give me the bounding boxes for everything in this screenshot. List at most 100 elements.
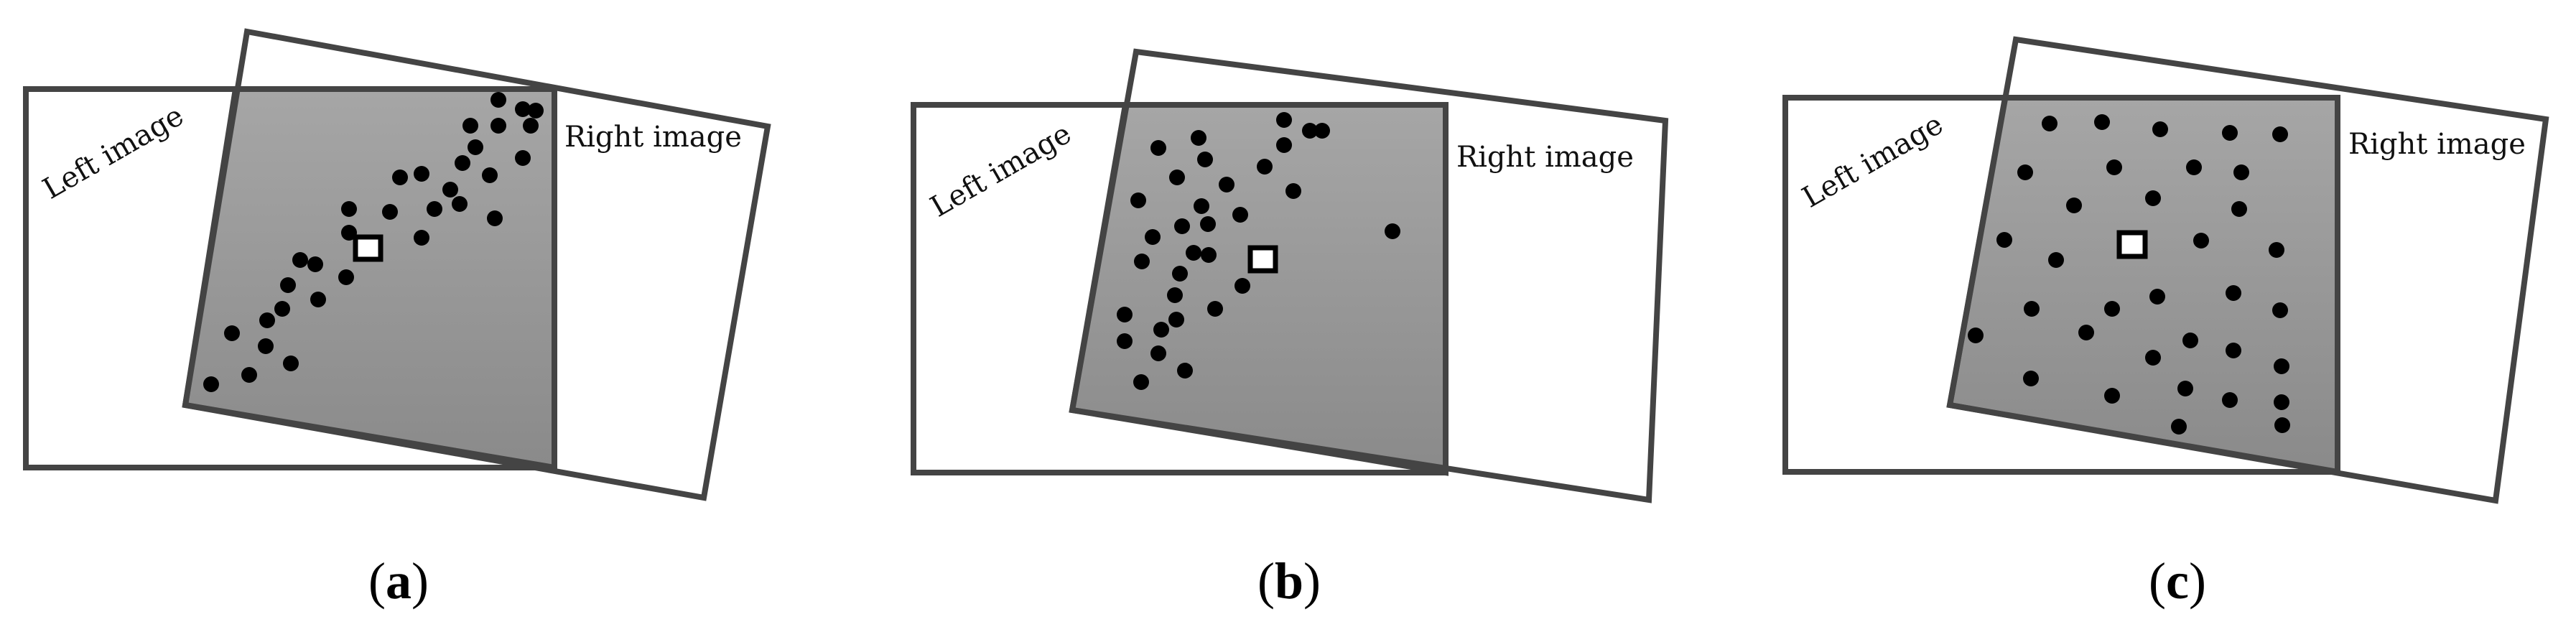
feature-point (292, 252, 308, 268)
right-image-label: Right image (1456, 141, 1634, 174)
feature-point (274, 301, 290, 317)
right-image-frame (182, 28, 771, 501)
overlap-region (182, 86, 557, 471)
feature-point (283, 356, 299, 371)
feature-point (1130, 192, 1146, 208)
feature-point (259, 312, 275, 328)
feature-point (1186, 245, 1201, 261)
feature-point (2104, 388, 2120, 404)
feature-point (468, 139, 483, 155)
left-image-label: Left image (37, 99, 190, 206)
center-marker (2116, 230, 2148, 259)
feature-point (1302, 123, 1318, 139)
feature-point (1197, 152, 1213, 167)
feature-point (1385, 223, 1400, 239)
feature-point (1219, 177, 1234, 192)
feature-point (1194, 198, 1209, 214)
feature-point (1201, 247, 1217, 263)
feature-point (1234, 278, 1250, 294)
feature-point (2023, 371, 2039, 386)
left-image-frame (23, 86, 557, 470)
caption-b: (b) (1257, 552, 1321, 610)
panel-a: Left image Right image (23, 28, 771, 610)
feature-point (2193, 233, 2209, 249)
feature-point (1134, 254, 1150, 269)
left-image-frame (911, 102, 1449, 475)
feature-point (2104, 301, 2120, 317)
feature-point (2042, 116, 2057, 131)
left-image-label: Left image (925, 117, 1077, 224)
feature-point (1257, 159, 1273, 175)
feature-point (2152, 121, 2168, 137)
right-image-label: Right image (2348, 128, 2526, 161)
feature-point (2048, 252, 2064, 268)
right-image-frame (1946, 36, 2549, 504)
feature-point (1172, 266, 1188, 282)
feature-point (1232, 207, 1248, 223)
feature-point (482, 167, 498, 183)
feature-point (2226, 285, 2241, 301)
feature-point (341, 201, 357, 217)
feature-point (1133, 374, 1149, 390)
feature-point (528, 103, 544, 119)
feature-point (442, 182, 458, 198)
feature-point (2233, 164, 2249, 180)
feature-point (1168, 312, 1184, 328)
feature-point (1167, 287, 1183, 303)
feature-point (2171, 419, 2187, 435)
panel-b: Left image Right image (911, 48, 1669, 610)
feature-point (1150, 140, 1166, 156)
feature-point (2226, 343, 2241, 358)
feature-point (414, 230, 429, 246)
feature-point (1276, 137, 1292, 153)
caption-a: (a) (368, 552, 429, 610)
feature-point (1276, 112, 1292, 128)
feature-point (515, 101, 531, 117)
feature-point (2078, 325, 2094, 340)
feature-point (1153, 322, 1169, 338)
feature-point (2177, 381, 2193, 396)
feature-point (241, 367, 257, 383)
feature-point (2272, 126, 2288, 142)
feature-point (2145, 190, 2161, 206)
feature-point (338, 269, 354, 285)
feature-point (224, 325, 240, 341)
left-image-frame (1782, 95, 2340, 475)
feature-point (2149, 289, 2165, 305)
feature-point (2066, 198, 2082, 213)
feature-point (2145, 350, 2161, 366)
feature-point (2269, 242, 2284, 258)
feature-point (1200, 216, 1216, 232)
feature-point (455, 155, 470, 171)
feature-point (1285, 183, 1301, 199)
center-marker (353, 234, 383, 262)
feature-point (2094, 114, 2110, 130)
feature-point (1191, 130, 1206, 146)
feature-point (427, 201, 442, 217)
feature-point (307, 256, 323, 272)
feature-point (2222, 125, 2238, 141)
feature-point (1968, 328, 1984, 343)
feature-point (1145, 229, 1161, 245)
feature-points (1117, 112, 1400, 390)
feature-point (452, 196, 468, 212)
feature-point (203, 376, 219, 392)
feature-point (1150, 345, 1166, 361)
feature-point (2231, 201, 2247, 217)
panel-c: Left image Right image (1782, 36, 2549, 610)
feature-point (382, 204, 398, 220)
feature-point (515, 150, 531, 166)
feature-point (1996, 232, 2012, 248)
right-image-label: Right image (564, 121, 742, 154)
feature-point (490, 118, 506, 134)
feature-point (280, 277, 296, 293)
feature-point (414, 166, 429, 182)
feature-point (1207, 301, 1223, 317)
feature-point (1117, 333, 1133, 349)
feature-point (2222, 392, 2238, 408)
feature-point (2272, 302, 2288, 318)
feature-points (203, 92, 544, 392)
feature-point (2186, 159, 2202, 175)
left-image-label: Left image (1797, 108, 1949, 215)
